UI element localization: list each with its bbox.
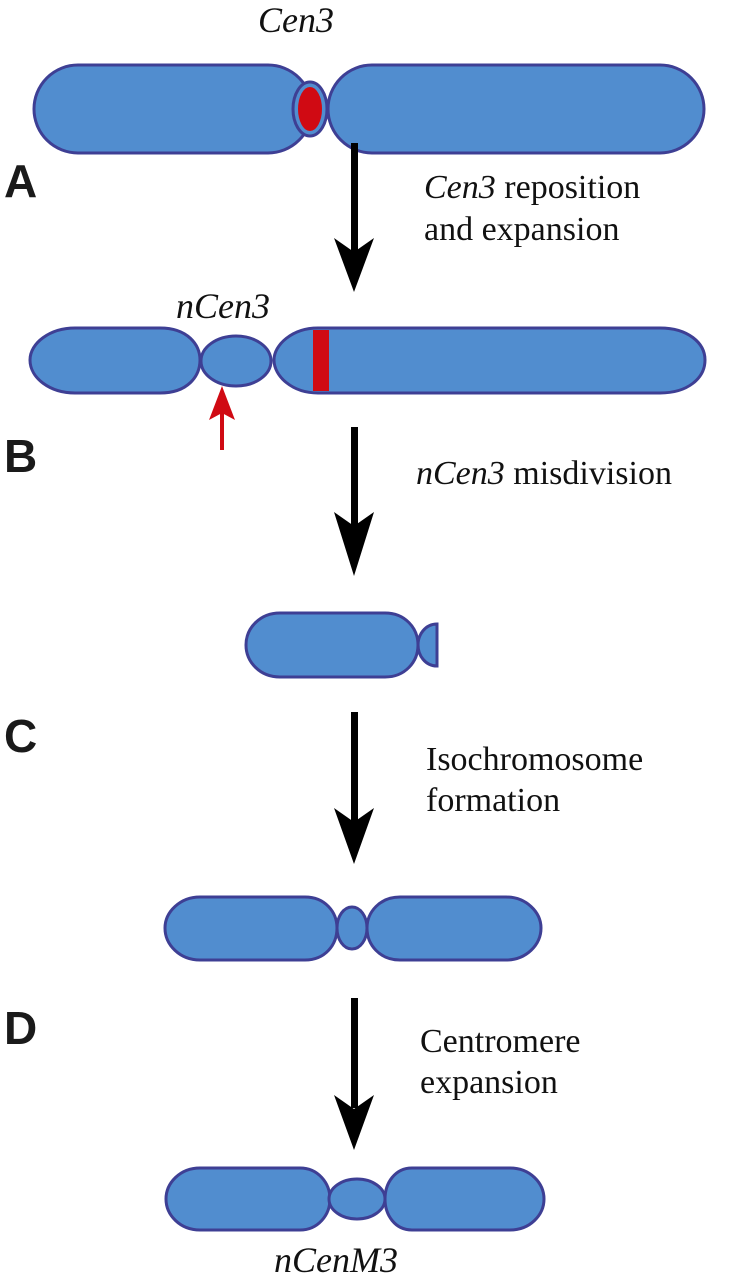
step-arrow-c: [334, 712, 374, 864]
chromosome-arm: [244, 611, 420, 679]
step-arrow-d: [334, 998, 374, 1150]
step-text-c-line2: formation: [426, 782, 560, 819]
panel-label-a: A: [4, 155, 37, 207]
chromosome-arm-left: [163, 895, 339, 962]
half-centromere: [416, 622, 439, 668]
expanded-centromere: [327, 1177, 387, 1221]
chromosome-arm-right: [272, 326, 707, 395]
centromere-cen3: [298, 87, 322, 131]
step-text-a-line1: Cen3 reposition: [424, 169, 640, 206]
chromosome-arm-right: [383, 1166, 546, 1232]
chromosome-telocentric: [244, 611, 439, 679]
old-centromere-remnant: [313, 330, 329, 391]
step-text-d-line1: Centromere: [420, 1023, 581, 1060]
chromosome-ncen3: [28, 326, 707, 395]
panel-label-b: B: [4, 430, 37, 482]
step-text-d-line2: expansion: [420, 1064, 558, 1101]
chromosome-arm-right: [326, 63, 706, 155]
neocentromere-ncen3: [199, 334, 273, 388]
chromosome-arm-left: [32, 63, 314, 155]
step-text-c-line1: Isochromosome: [426, 741, 643, 778]
label-ncenm3: nCenM3: [274, 1240, 398, 1280]
isochromosome: [163, 895, 543, 962]
panel-label-c: C: [4, 710, 37, 762]
panel-label-d: D: [4, 1002, 37, 1054]
centromere-small: [335, 905, 369, 951]
chromosome-arm-right: [365, 895, 543, 962]
step-arrow-b: [334, 427, 374, 576]
step-arrow-a: [334, 143, 374, 292]
chromosome-arm-left: [28, 326, 202, 395]
chromosome-ncenm3: [164, 1166, 546, 1232]
step-text-b-line1: nCen3 misdivision: [416, 455, 672, 492]
step-text-a-line2: and expansion: [424, 211, 619, 248]
chromosome-original: [32, 63, 706, 155]
red-marker-arrow: [209, 386, 235, 450]
label-cen3: Cen3: [258, 0, 334, 40]
label-ncen3: nCen3: [176, 286, 270, 326]
chromosome-arm-left: [164, 1166, 332, 1232]
